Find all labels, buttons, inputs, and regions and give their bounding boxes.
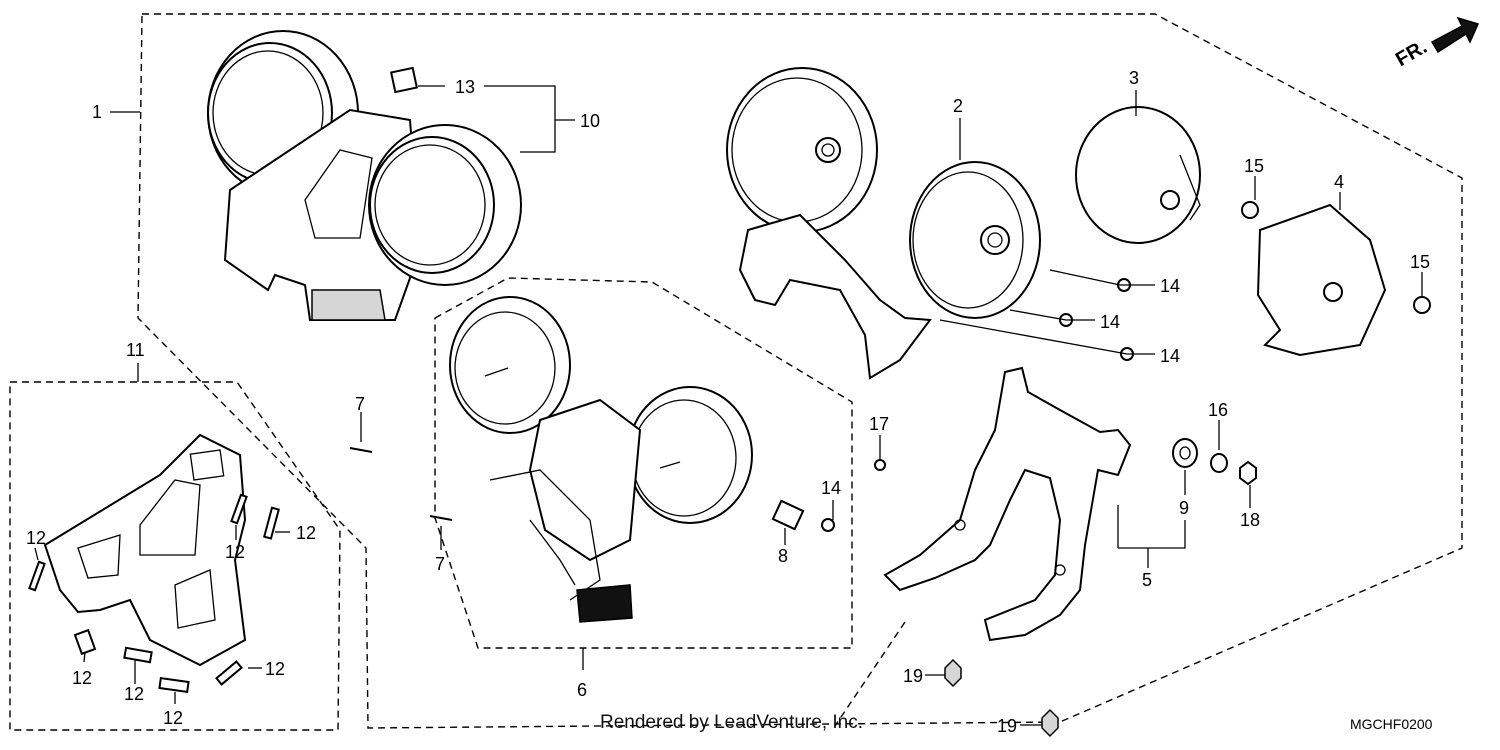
callout-1: 1 (92, 102, 102, 122)
meter-rear-cover-2-part (1256, 203, 1387, 357)
diagram-code: MGCHF0200 (1350, 716, 1433, 732)
meter-case-top-part (207, 30, 522, 321)
meter-cover-panel-part (43, 433, 247, 667)
callout-7a: 7 (355, 394, 365, 414)
callout-16: 16 (1208, 400, 1228, 420)
callout-4: 4 (1334, 172, 1344, 192)
callout-14b: 14 (1100, 312, 1120, 332)
render-credit: Rendered by LeadVenture, Inc. (600, 712, 864, 733)
callout-14a: 14 (1160, 276, 1180, 296)
hardware-parts (28, 201, 1431, 738)
meter-stay-part (883, 366, 1132, 642)
callout-17: 17 (869, 414, 889, 434)
callout-12d: 12 (72, 668, 92, 688)
leader-lines (34, 85, 1423, 726)
assembly-boundary (9, 13, 1463, 731)
callout-9: 9 (1179, 498, 1189, 518)
callout-11: 11 (126, 340, 145, 360)
callout-14c: 14 (1160, 346, 1180, 366)
callout-12b: 12 (225, 542, 245, 562)
callout-6: 6 (577, 680, 587, 700)
callout-12g: 12 (265, 659, 285, 679)
callout-10: 10 (580, 111, 600, 131)
callout-labels: 1 2 3 4 5 6 7 7 8 9 10 11 12 12 12 12 12… (26, 68, 1430, 736)
callout-8: 8 (778, 546, 788, 566)
callout-7b: 7 (435, 554, 445, 574)
meter-case-bottom-part (726, 67, 1041, 380)
meter-rear-cover-part (1075, 106, 1201, 244)
meter-assembly-part (449, 296, 753, 623)
front-direction-arrow-icon (1430, 16, 1480, 54)
callout-2: 2 (953, 96, 963, 116)
callout-19a: 19 (903, 666, 923, 686)
callout-12e: 12 (124, 684, 144, 704)
callout-13: 13 (455, 77, 475, 97)
callout-12f: 12 (163, 708, 183, 728)
callout-15b: 15 (1410, 252, 1430, 272)
callout-14d: 14 (821, 478, 841, 498)
callout-18: 18 (1240, 510, 1260, 530)
callout-19b: 19 (997, 716, 1017, 736)
callout-12c: 12 (296, 523, 316, 543)
callout-5: 5 (1142, 570, 1152, 590)
callout-15a: 15 (1244, 156, 1264, 176)
callout-3: 3 (1129, 68, 1139, 88)
callout-12a: 12 (26, 528, 46, 548)
